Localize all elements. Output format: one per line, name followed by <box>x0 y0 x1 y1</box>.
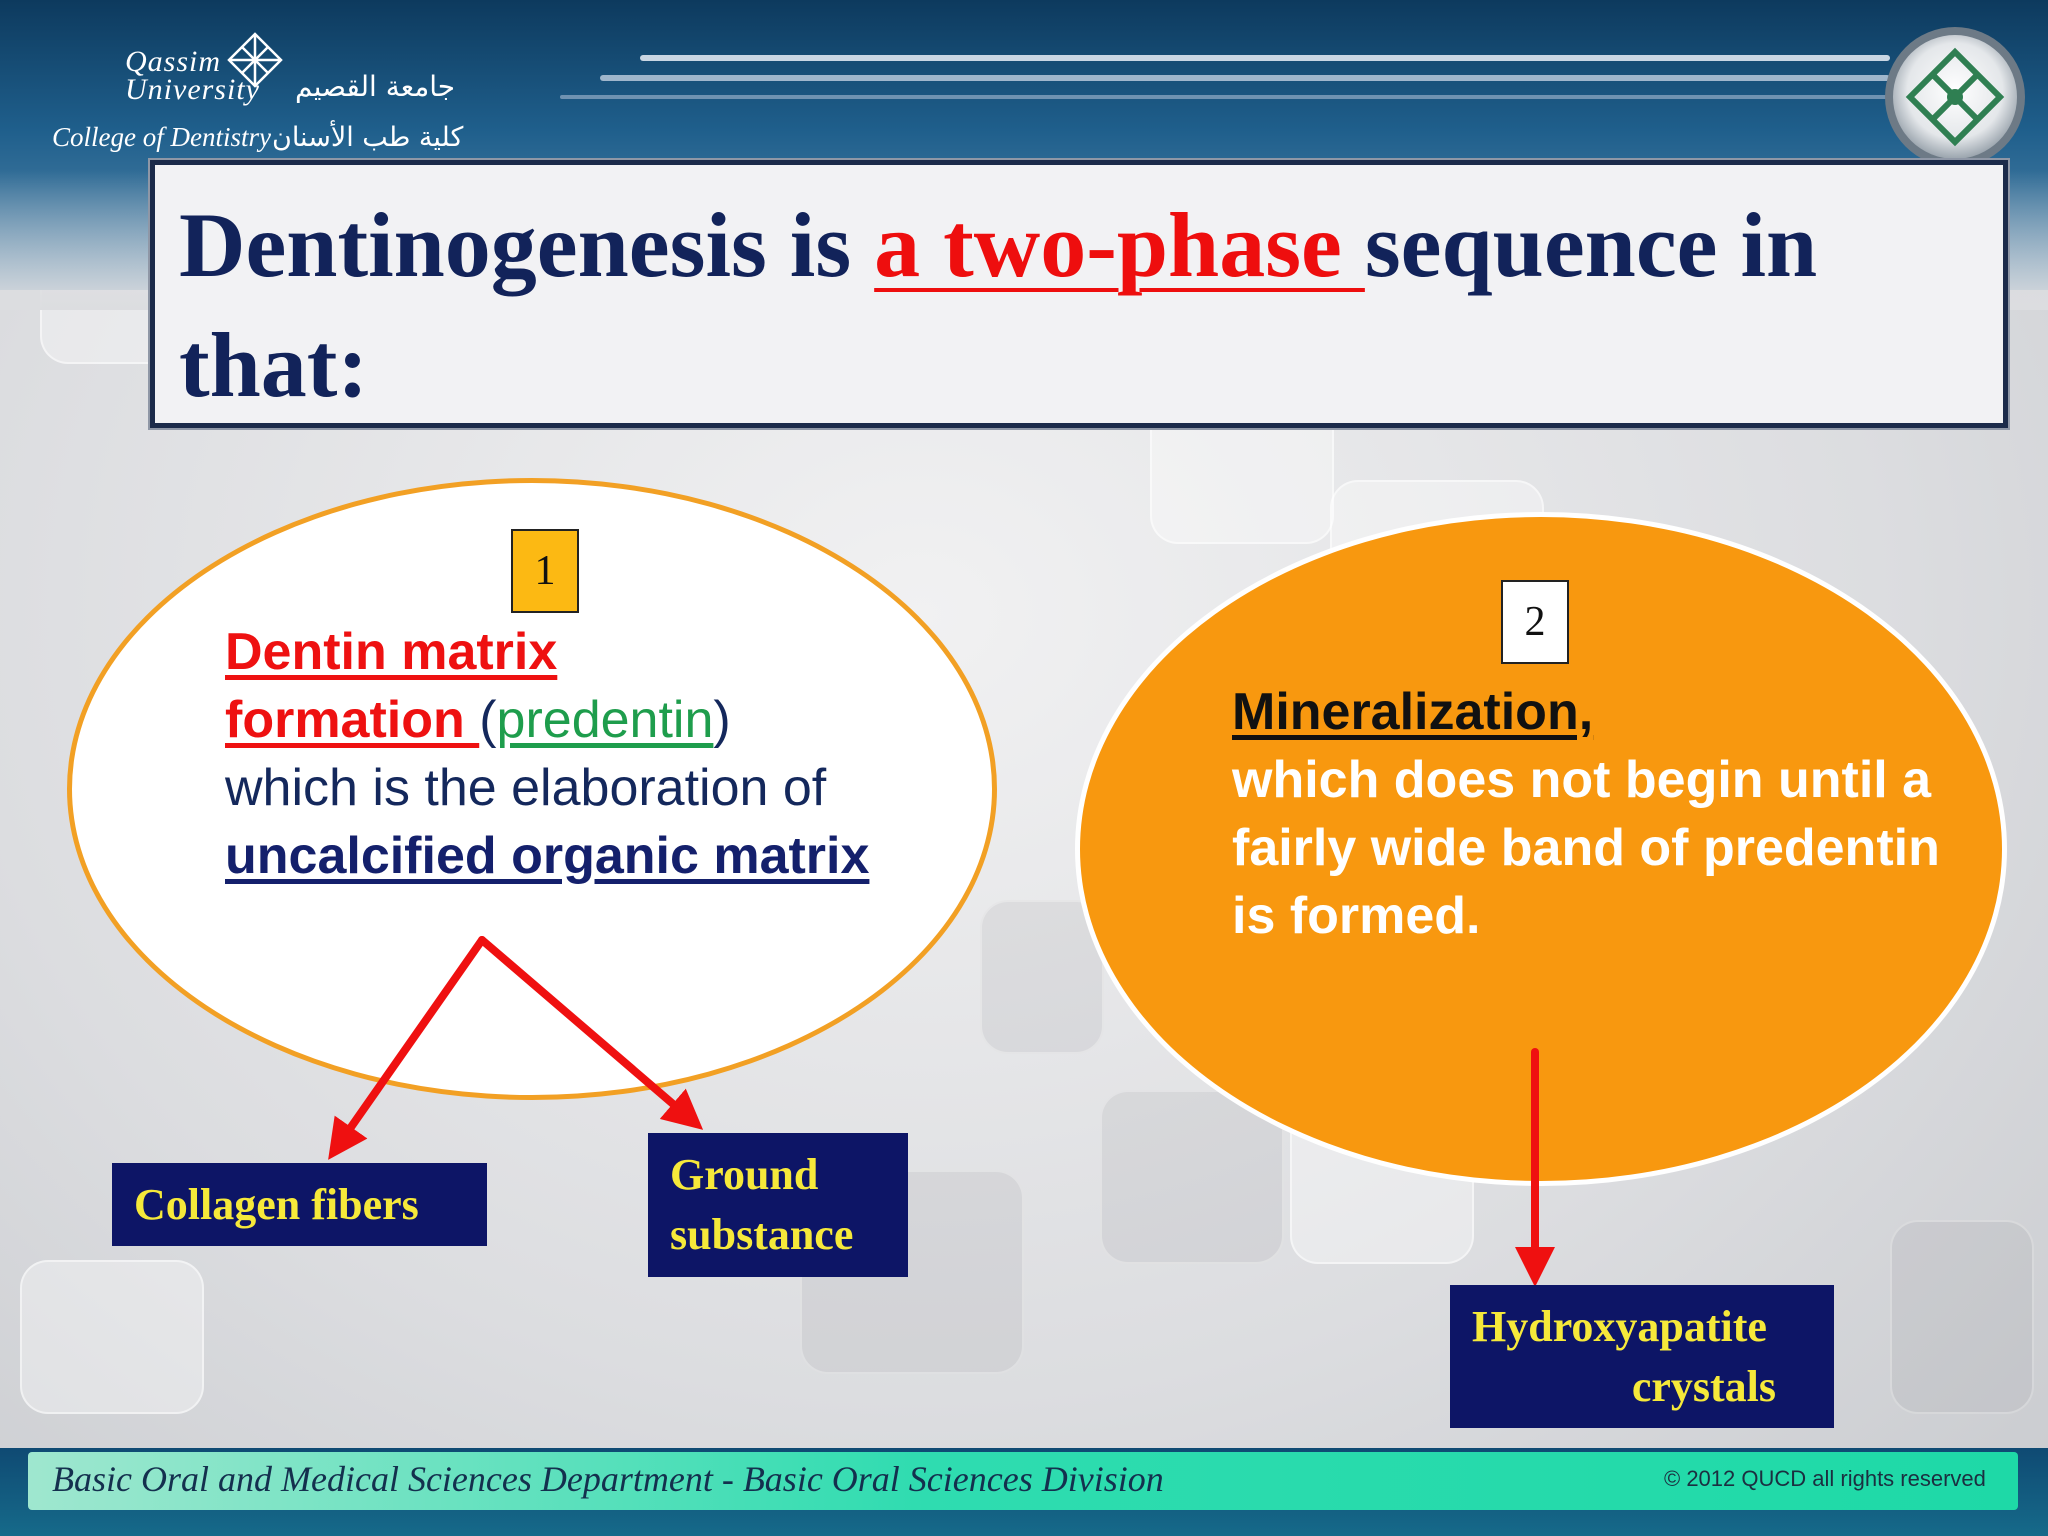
background-tile <box>20 1260 204 1414</box>
title-part-2: sequence in that: <box>179 194 1818 416</box>
phase2-description: which does not begin until a fairly wide… <box>1232 751 1940 945</box>
footer-department: Basic Oral and Medical Sciences Departme… <box>52 1459 1164 1499</box>
footer-copyright: © 2012 QUCD all rights reserved <box>1664 1466 1986 1491</box>
phase2-text: Mineralization, which does not begin unt… <box>1232 678 1952 950</box>
slide-title: Dentinogenesis is a two-phase sequence i… <box>179 185 1969 425</box>
header-stripe <box>560 95 1890 99</box>
title-box: Dentinogenesis is a two-phase sequence i… <box>150 160 2008 428</box>
phase1-heading-b: formation <box>225 691 480 749</box>
logo-line-qassim: Qassim <box>125 45 222 78</box>
logo-line-university: University <box>125 73 260 106</box>
phase2-number-badge: 2 <box>1501 580 1569 664</box>
phase1-paren-open: ( <box>479 691 497 749</box>
label-hydroxy-line2: crystals <box>1631 1362 1776 1411</box>
phase1-number-badge: 1 <box>511 529 579 613</box>
logo-college-name: College of Dentistry <box>52 122 271 152</box>
title-highlight: a two-phase <box>874 194 1365 296</box>
background-tile <box>1890 1220 2034 1414</box>
header-stripe <box>640 55 1890 61</box>
footer-bar <box>28 1452 2018 1510</box>
university-logo: Qassim University College of Dentistry ج… <box>40 30 500 165</box>
arrow-to-collagen <box>328 936 486 1160</box>
label-ground-line2: substance <box>670 1210 854 1259</box>
label-collagen-fibers: Collagen fibers <box>112 1163 487 1246</box>
phase1-description: which is the elaboration of <box>225 759 827 817</box>
phase1-predentin: predentin <box>496 691 714 749</box>
title-part-1: Dentinogenesis is <box>179 194 875 296</box>
phase2-heading: Mineralization, <box>1232 683 1594 741</box>
label-ground-line1: Ground <box>670 1150 819 1199</box>
background-tile <box>1100 1090 1284 1264</box>
label-hydroxyapatite-crystals: Hydroxyapatite crystals <box>1450 1285 1834 1428</box>
header-stripe <box>600 75 1890 81</box>
logo-arabic-college: كلية طب الأسنان <box>272 122 464 153</box>
phase1-paren-close: ) <box>713 691 731 749</box>
background-tile <box>980 900 1104 1054</box>
label-ground-substance: Ground substance <box>648 1133 908 1277</box>
phase1-heading-a: Dentin matrix <box>225 623 558 681</box>
phase1-text: Dentin matrix formation (predentin) whic… <box>225 618 925 890</box>
logo-lattice-icon <box>227 32 283 88</box>
phase1-emphasis: uncalcified organic matrix <box>225 827 870 885</box>
university-seal-icon <box>1885 27 2025 167</box>
arrow-to-ground-substance <box>478 936 704 1130</box>
logo-university-name: Qassim University <box>125 45 260 106</box>
label-hydroxy-line1: Hydroxyapatite <box>1472 1302 1767 1351</box>
logo-arabic-name: جامعة القصيم <box>295 70 456 103</box>
